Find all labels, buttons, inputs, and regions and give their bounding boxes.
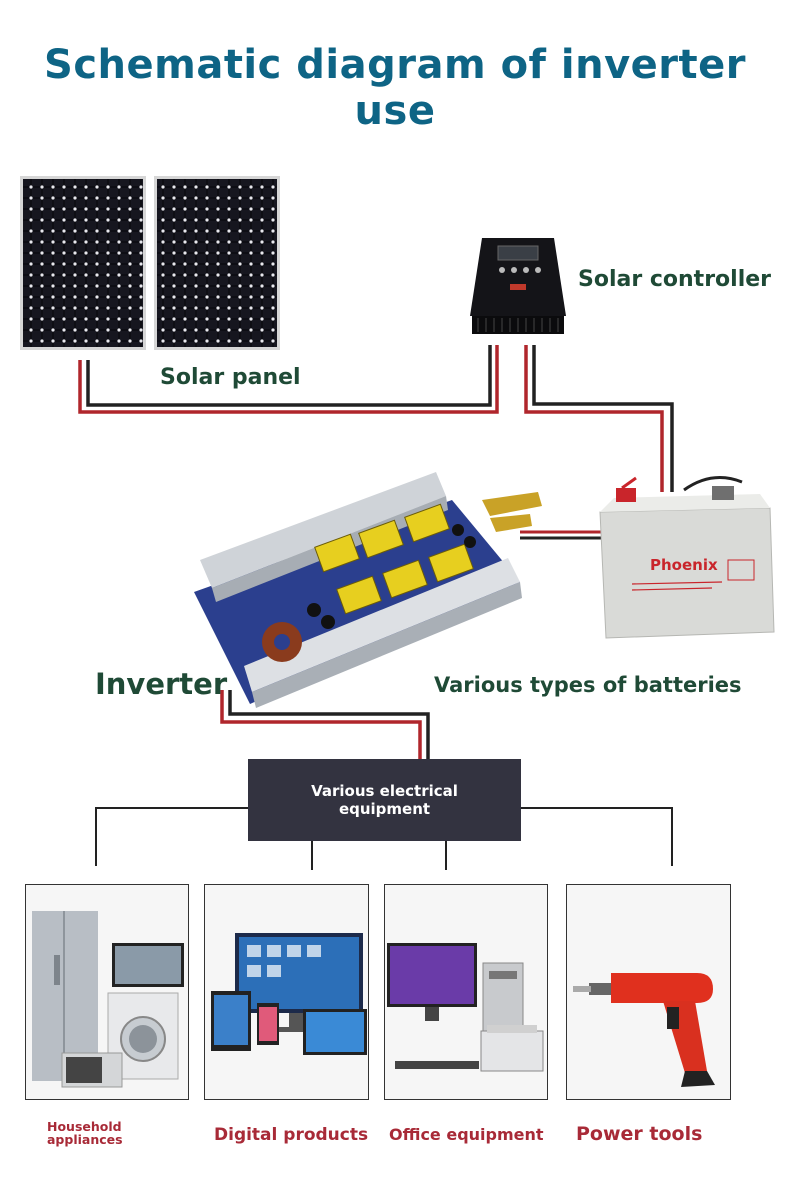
digital-products-card — [204, 884, 369, 1100]
power-tools-card — [566, 884, 731, 1100]
wire-ctrl-red — [524, 345, 664, 492]
batteries-label: Various types of batteries — [434, 673, 742, 697]
wire-ctrl-black — [532, 345, 674, 492]
power-tools-icon — [573, 973, 715, 1087]
solar-controller-icon — [470, 238, 566, 334]
battery-icon: Phoenix — [599, 476, 775, 639]
household-appliances-card — [25, 884, 189, 1100]
solar-panel-icon — [20, 176, 280, 350]
household-appliances-label: Household appliances — [47, 1119, 123, 1147]
electrical-equipment-label: Various electrical equipment — [311, 782, 458, 818]
wire-inv-eq-black — [228, 690, 430, 759]
wire-inv-eq-red — [220, 690, 422, 759]
battery-brand: Phoenix — [650, 556, 718, 574]
wire-panel-red — [78, 345, 499, 414]
office-equipment-label: Office equipment — [389, 1125, 544, 1144]
digital-products-icon — [211, 933, 367, 1055]
inverter-label: Inverter — [95, 667, 228, 701]
household-appliances-icon — [32, 911, 184, 1088]
branch-tools — [521, 807, 673, 866]
wire-panel-black — [86, 345, 492, 407]
solar-panel-label: Solar panel — [160, 365, 301, 390]
office-equipment-card — [384, 884, 548, 1100]
office-equipment-icon — [387, 943, 544, 1072]
page-title: Schematic diagram of inverter use — [44, 42, 746, 134]
branch-household — [95, 807, 248, 866]
power-tools-label: Power tools — [576, 1123, 703, 1145]
digital-products-label: Digital products — [214, 1125, 369, 1145]
inverter-icon — [194, 472, 542, 708]
electrical-equipment-box: Various electrical equipment — [248, 759, 521, 841]
solar-controller-label: Solar controller — [578, 267, 772, 292]
